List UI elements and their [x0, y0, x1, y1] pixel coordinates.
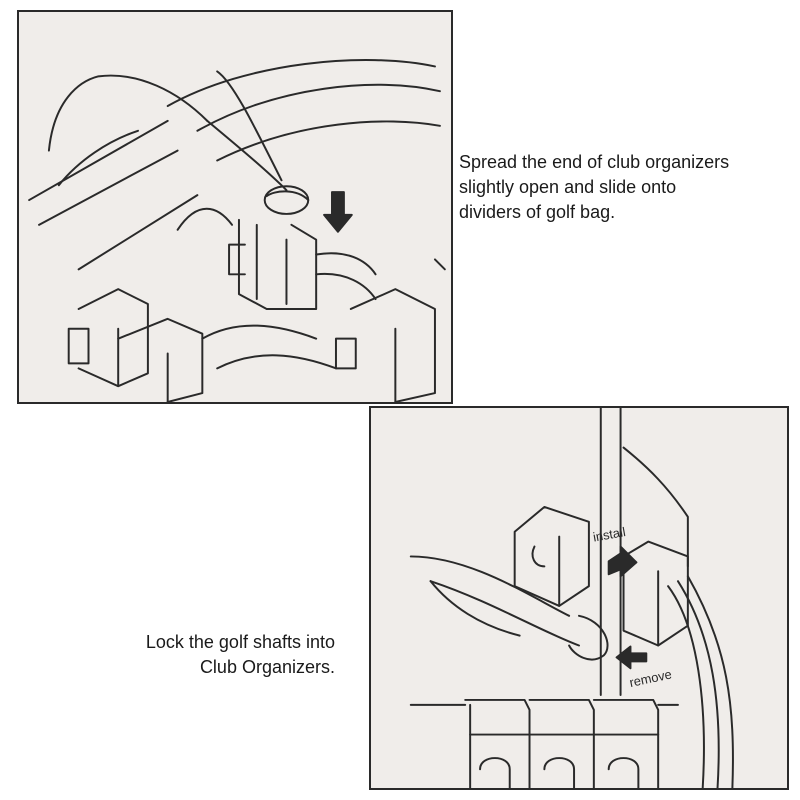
step-1-drawing: [28, 59, 446, 402]
caption-line: Lock the golf shafts into: [145, 632, 335, 652]
step-2-drawing: install remove: [409, 408, 734, 788]
step-1-illustration: [17, 10, 453, 404]
caption-line: Club Organizers.: [199, 657, 335, 677]
caption-line: dividers of golf bag.: [459, 202, 616, 222]
caption-line: slightly open and slide onto: [459, 177, 677, 197]
remove-label: remove: [628, 666, 673, 690]
caption-line: Spread the end of club organizers: [459, 152, 730, 172]
step-1-caption: Spread the end of club organizers slight…: [459, 150, 794, 225]
step-2-illustration: install remove: [369, 406, 789, 790]
step-2-caption: Lock the golf shafts into Club Organizer…: [60, 630, 335, 680]
install-label: install: [592, 524, 627, 544]
